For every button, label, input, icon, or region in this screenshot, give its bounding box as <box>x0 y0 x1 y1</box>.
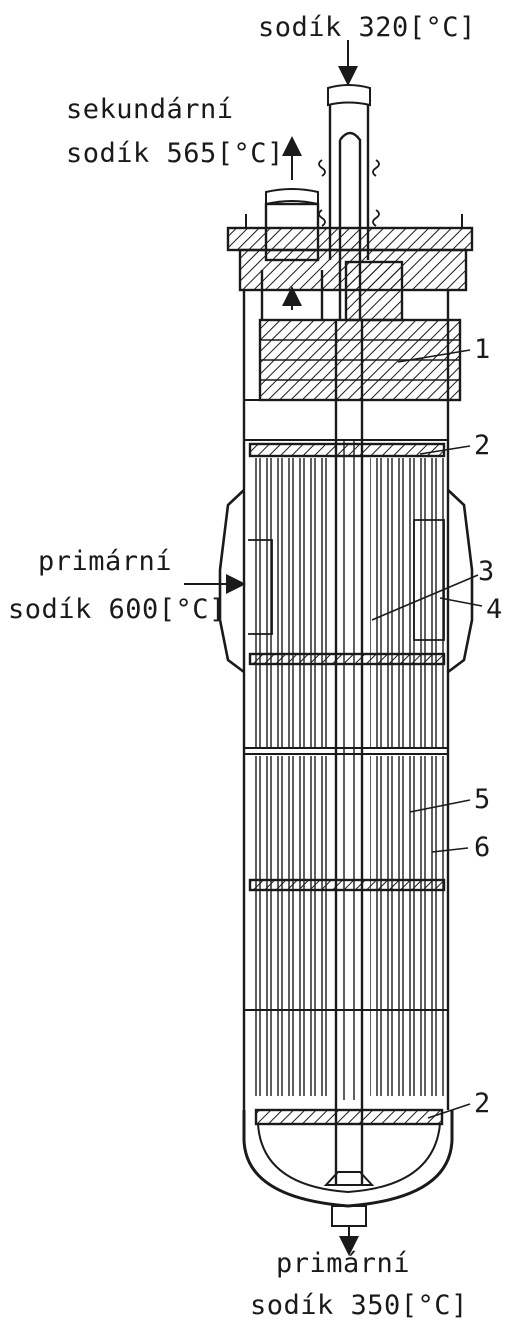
bottom-head <box>242 1108 454 1256</box>
callout-3: 3 <box>478 556 495 587</box>
callout-4: 4 <box>486 594 503 625</box>
primary-inlet-label-line2: sodík 600[°C] <box>8 594 226 625</box>
central-downcomer <box>334 320 364 1185</box>
callout-6: 6 <box>474 832 491 863</box>
callout-5: 5 <box>474 784 491 815</box>
secondary-outlet-label-line1: sekundární <box>66 94 234 125</box>
callout-2-upper: 2 <box>474 430 491 461</box>
primary-outlet-label-line1: primární <box>276 1248 411 1279</box>
callout-2-lower: 2 <box>474 1088 491 1119</box>
primary-inlet-label-line1: primární <box>38 546 173 577</box>
shell <box>242 290 450 1110</box>
primary-outlet-label-line2: sodík 350[°C] <box>250 1290 468 1321</box>
callout-1: 1 <box>474 334 491 365</box>
primary-inlet-jacket <box>184 489 474 674</box>
tube-bundle <box>252 458 446 1096</box>
top-inlet-label: sodík 320[°C] <box>258 12 476 43</box>
callout-leaders <box>371 349 483 1119</box>
secondary-outlet-label-line2: sodík 565[°C] <box>66 138 284 169</box>
upper-tubesheet-block <box>258 260 462 402</box>
